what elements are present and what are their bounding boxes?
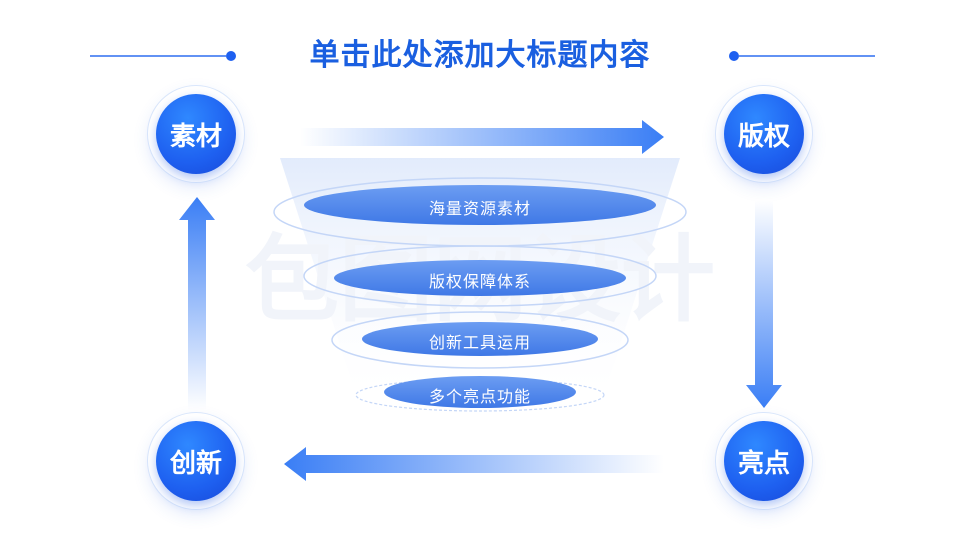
node-innovation-label: 创新: [156, 421, 236, 501]
node-innovation: 创新: [148, 413, 244, 509]
arrow-left: [179, 197, 215, 410]
node-materials: 素材: [148, 86, 244, 182]
funnel-ring-2: [303, 245, 657, 307]
node-highlights-label: 亮点: [724, 421, 804, 501]
title-decoration-left: [90, 51, 236, 61]
funnel-disc-3: [362, 322, 598, 356]
node-copyright: 版权: [716, 86, 812, 182]
funnel-label-3: 创新工具运用: [428, 333, 531, 352]
funnel-disc-4: [384, 376, 576, 408]
node-copyright-label: 版权: [724, 94, 804, 174]
title-decoration-right: [729, 51, 875, 61]
arrow-right: [746, 200, 782, 408]
funnel-disc-2: [334, 260, 626, 296]
funnel-disc-1: [304, 185, 656, 225]
funnel-label-4: 多个亮点功能: [428, 387, 531, 406]
funnel-label-2: 版权保障体系: [428, 272, 531, 291]
arrow-top: [300, 120, 664, 154]
node-materials-label: 素材: [156, 94, 236, 174]
arrow-bottom: [284, 447, 664, 481]
page-title[interactable]: 单击此处添加大标题内容: [309, 38, 651, 73]
funnel-label-1: 海量资源素材: [428, 199, 531, 218]
node-highlights: 亮点: [716, 413, 812, 509]
funnel-ring-3: [331, 311, 629, 369]
